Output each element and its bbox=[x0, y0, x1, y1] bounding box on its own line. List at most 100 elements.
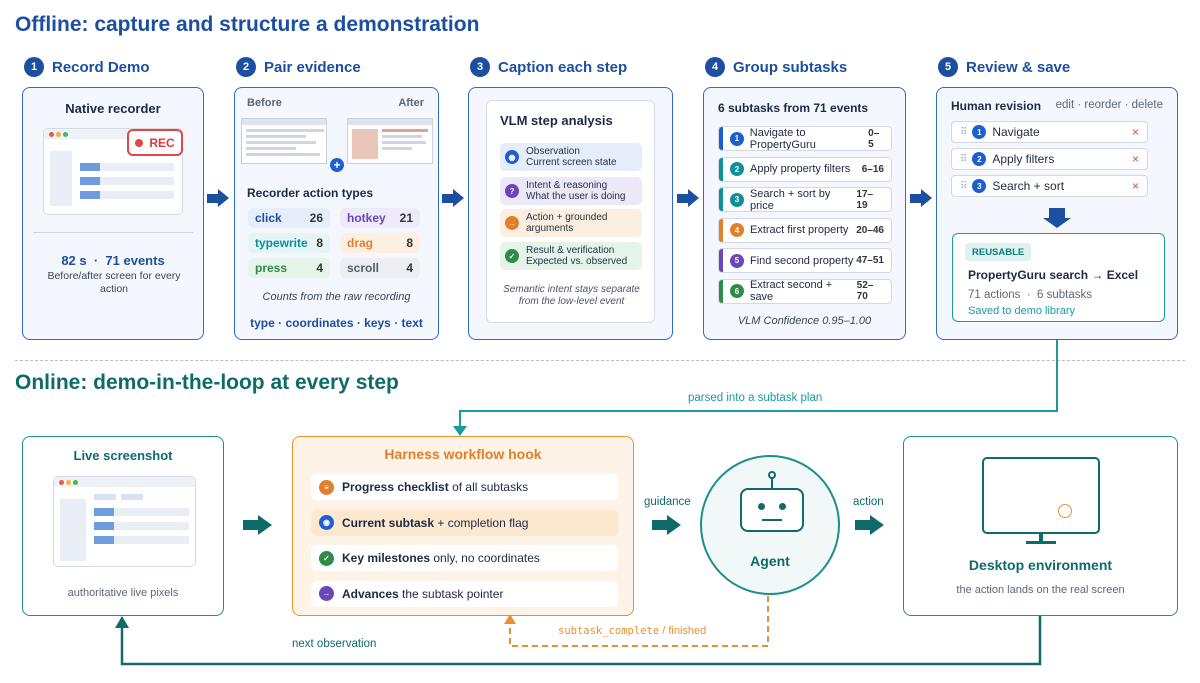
recorder-window bbox=[43, 128, 183, 215]
to-hook-arrow bbox=[243, 520, 259, 530]
next-observation-arrowhead bbox=[115, 616, 129, 628]
subtask-complete-line bbox=[509, 596, 769, 647]
action-arrow bbox=[855, 520, 871, 530]
intent-icon: ? bbox=[505, 184, 519, 198]
step-number-icon: 3 bbox=[972, 179, 987, 193]
guidance-arrow bbox=[652, 520, 668, 530]
subtasks-title: 6 subtasks from 71 events bbox=[718, 101, 869, 115]
subtask-number-icon: 4 bbox=[730, 223, 744, 237]
event-fields: type · coordinates · keys · text bbox=[250, 316, 423, 330]
harness-hook-card: Harness workflow hook ≡Progress checklis… bbox=[292, 436, 634, 616]
drag-handle-icon[interactable]: ⠿ bbox=[960, 153, 967, 165]
desktop-caption: the action lands on the real screen bbox=[956, 584, 1125, 596]
monitor-icon bbox=[982, 457, 1100, 534]
flow-arrow-1 bbox=[207, 194, 219, 203]
subtask-complete-code: subtask_complete bbox=[558, 625, 660, 637]
desktop-title: Desktop environment bbox=[968, 557, 1113, 573]
saved-demo-card[interactable]: REUSABLE PropertyGuru search → Excel 71 … bbox=[952, 233, 1165, 322]
guidance-label: guidance bbox=[644, 496, 691, 508]
flow-arrow-4 bbox=[910, 194, 922, 203]
rec-indicator: REC bbox=[127, 129, 183, 156]
checklist-icon: ≡ bbox=[319, 479, 334, 495]
flow-arrow-2 bbox=[442, 194, 454, 203]
review-actions[interactable]: edit · reorder · delete bbox=[1055, 99, 1163, 111]
click-target-icon bbox=[1058, 504, 1072, 518]
saved-demo-title: PropertyGuru search → Excel bbox=[968, 268, 1139, 282]
completion-signal: subtask_complete / finished bbox=[558, 625, 707, 637]
live-window bbox=[53, 476, 196, 567]
next-observation-line bbox=[120, 615, 1042, 666]
desktop-card: Desktop environment the action lands on … bbox=[903, 436, 1178, 616]
delete-icon[interactable]: × bbox=[1131, 152, 1139, 166]
review-card: Human revision edit · reorder · delete ⠿… bbox=[936, 87, 1178, 340]
flow-arrow-3 bbox=[677, 194, 689, 203]
subtask-number-icon: 3 bbox=[729, 192, 744, 207]
subtask-number-icon: 6 bbox=[729, 284, 744, 298]
saved-demo-stats: 71 actions · 6 subtasks bbox=[968, 289, 1093, 301]
before-label: Before bbox=[247, 97, 282, 109]
drag-handle-icon[interactable]: ⠿ bbox=[960, 126, 967, 138]
down-arrow-icon bbox=[1049, 208, 1065, 219]
recorder-title: Native recorder bbox=[65, 101, 161, 116]
check-icon: ✓ bbox=[319, 550, 334, 566]
after-label: After bbox=[398, 97, 424, 109]
drag-handle-icon[interactable]: ⠿ bbox=[960, 180, 967, 192]
step-number-icon: 1 bbox=[972, 125, 987, 139]
agent-label: Agent bbox=[750, 553, 790, 569]
hook-row-0: ≡Progress checklist of all subtasks bbox=[311, 474, 618, 500]
step-number-icon: 2 bbox=[972, 152, 987, 166]
action-icon: → bbox=[505, 216, 519, 230]
reusable-badge: REUSABLE bbox=[965, 243, 1032, 261]
subtask-number-icon: 1 bbox=[729, 131, 744, 146]
vlm-confidence: VLM Confidence 0.95–1.00 bbox=[737, 315, 872, 327]
after-screenshot bbox=[347, 118, 433, 164]
parsed-plan-line bbox=[459, 340, 1058, 428]
review-title: Human revision bbox=[951, 99, 1042, 113]
hook-title: Harness workflow hook bbox=[384, 446, 542, 462]
subtask-complete-arrowhead bbox=[504, 614, 516, 624]
hook-row-1: ◉Current subtask + completion flag bbox=[311, 509, 618, 536]
delete-icon[interactable]: × bbox=[1131, 179, 1139, 193]
delete-icon[interactable]: × bbox=[1131, 125, 1139, 139]
before-screenshot bbox=[241, 118, 327, 164]
record-dot-icon bbox=[135, 138, 144, 147]
advance-icon: → bbox=[319, 586, 334, 601]
live-title: Live screenshot bbox=[73, 448, 173, 463]
parsed-plan-label: parsed into a subtask plan bbox=[688, 392, 823, 404]
section-divider bbox=[15, 360, 1185, 361]
action-types-title: Recorder action types bbox=[247, 186, 374, 200]
next-observation-label: next observation bbox=[292, 638, 377, 650]
live-screenshot-card: Live screenshot authoritative live pixel… bbox=[22, 436, 224, 616]
parsed-plan-arrowhead bbox=[453, 426, 467, 436]
hook-row-3: →Advances the subtask pointer bbox=[311, 580, 618, 607]
saved-demo-note: Saved to demo library bbox=[968, 305, 1075, 317]
counts-note: Counts from the raw recording bbox=[262, 291, 411, 303]
vlm-note: Semantic intent stays separate from the … bbox=[503, 284, 640, 307]
subtask-number-icon: 5 bbox=[730, 253, 744, 268]
